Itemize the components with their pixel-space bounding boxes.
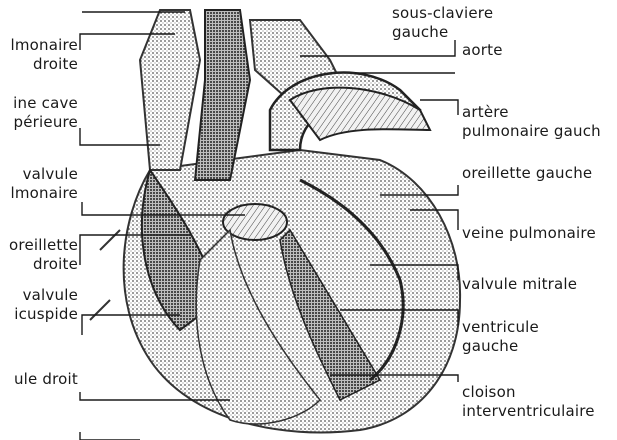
label-pulmonary-vein: veine pulmonaire <box>462 224 614 243</box>
label-interventricular-septum: cloison interventriculaire <box>462 383 614 421</box>
label-pulmonary-vein-right: lmonaire droite <box>0 36 78 74</box>
label-left-ventricle: ventricule gauche <box>462 318 614 356</box>
label-aorta: aorte <box>462 41 612 60</box>
label-tricuspid-valve: valvule icuspide <box>0 286 78 324</box>
label-left-atrium: oreillette gauche <box>462 164 614 183</box>
label-superior-vena-cava: ine cave périeure <box>0 94 78 132</box>
label-mitral-valve: valvule mitrale <box>462 275 614 294</box>
label-pulmonary-valve: valvule lmonaire <box>0 165 78 203</box>
label-left-subclavian: sous-claviere gauche <box>392 4 612 42</box>
label-left-pulmonary-artery: artère pulmonaire gauch <box>462 103 614 141</box>
label-right-atrium: oreillette droite <box>0 236 78 274</box>
label-right-ventricle: ule droit <box>0 370 78 389</box>
